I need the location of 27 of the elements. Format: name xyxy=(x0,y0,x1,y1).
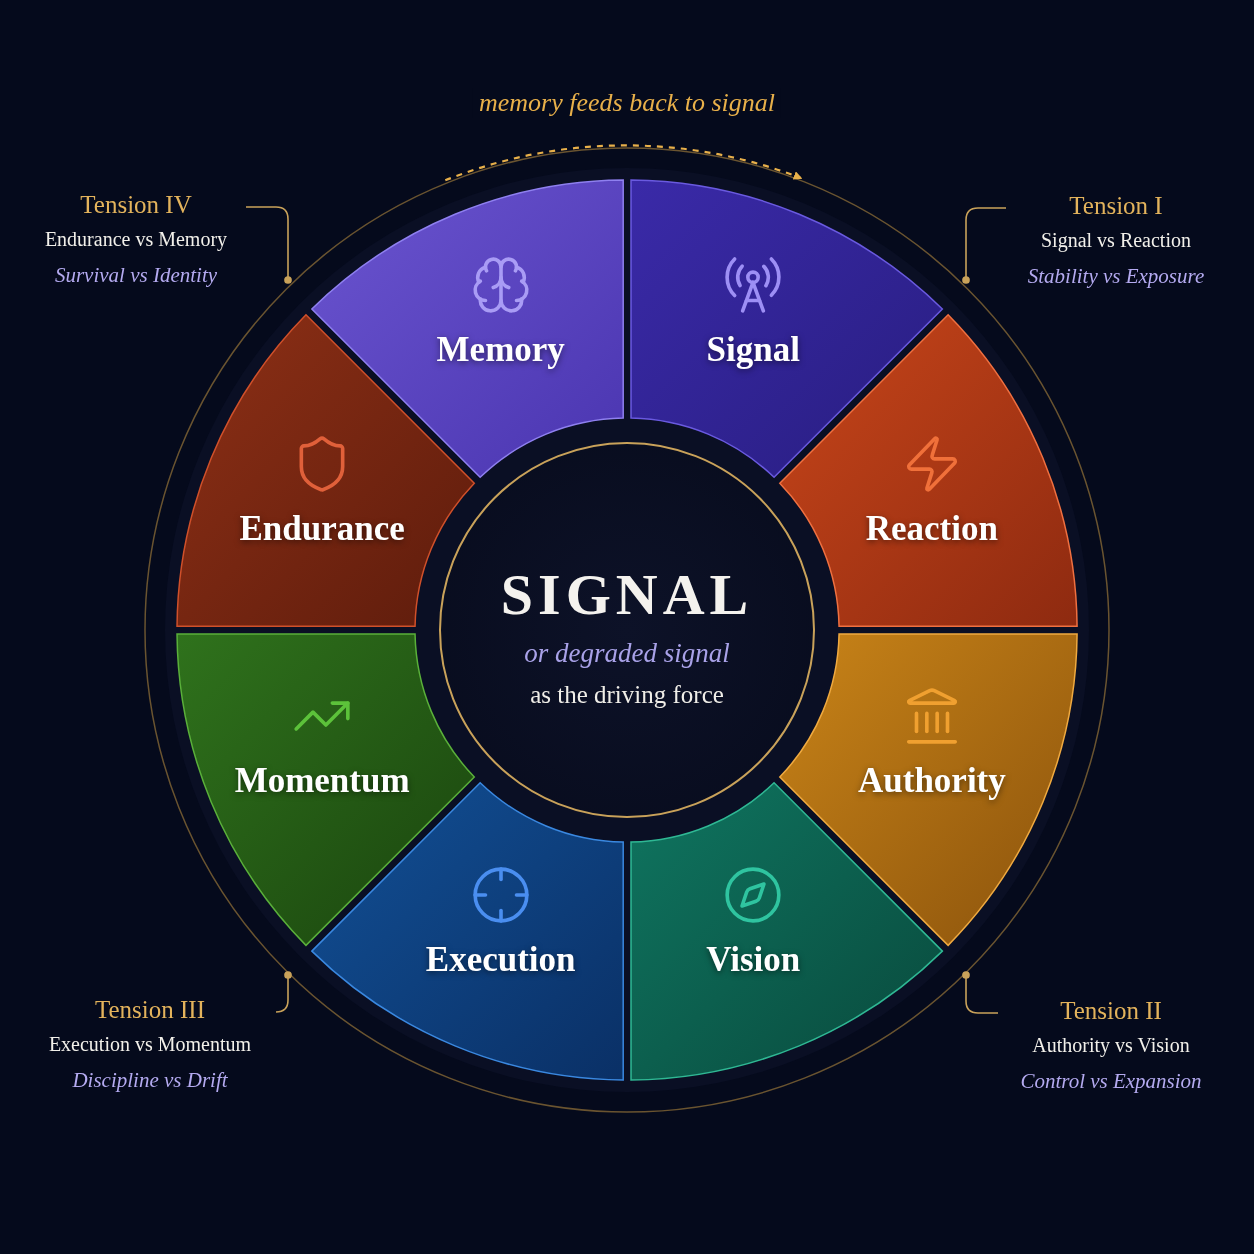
tension-pair: Execution vs Momentum xyxy=(48,1032,252,1057)
tension-pair: Signal vs Reaction xyxy=(1041,228,1191,253)
tension-pair: Authority vs Vision xyxy=(1032,1033,1190,1058)
leader-line xyxy=(245,206,292,284)
segment-label: Authority xyxy=(858,761,1006,802)
tension-subtitle: Discipline vs Drift xyxy=(72,1067,228,1093)
tension-title: Tension III xyxy=(95,995,205,1025)
center-subtitle: or degraded signal xyxy=(524,638,730,669)
tension-title: Tension I xyxy=(1069,191,1163,221)
segment-label: Execution xyxy=(425,939,576,980)
segment-label: Vision xyxy=(706,939,801,980)
center-title: SIGNAL xyxy=(500,561,754,628)
segment-label: Endurance xyxy=(239,508,405,549)
tension-subtitle: Control vs Expansion xyxy=(1020,1068,1202,1094)
tension-title: Tension II xyxy=(1060,996,1162,1026)
feedback-arrow xyxy=(444,144,803,182)
leader-line xyxy=(962,971,999,1014)
center-caption: as the driving force xyxy=(530,681,724,709)
tension-subtitle: Stability vs Exposure xyxy=(1027,263,1205,289)
tension-pair: Endurance vs Memory xyxy=(44,227,228,252)
tension-subtitle: Survival vs Identity xyxy=(54,262,218,288)
segment-label: Momentum xyxy=(234,761,410,802)
segment-label: Reaction xyxy=(865,508,998,549)
tension-title: Tension IV xyxy=(80,190,192,220)
leader-line xyxy=(962,207,1007,284)
segment-label: Memory xyxy=(436,330,565,371)
segment-label: Signal xyxy=(706,330,800,371)
